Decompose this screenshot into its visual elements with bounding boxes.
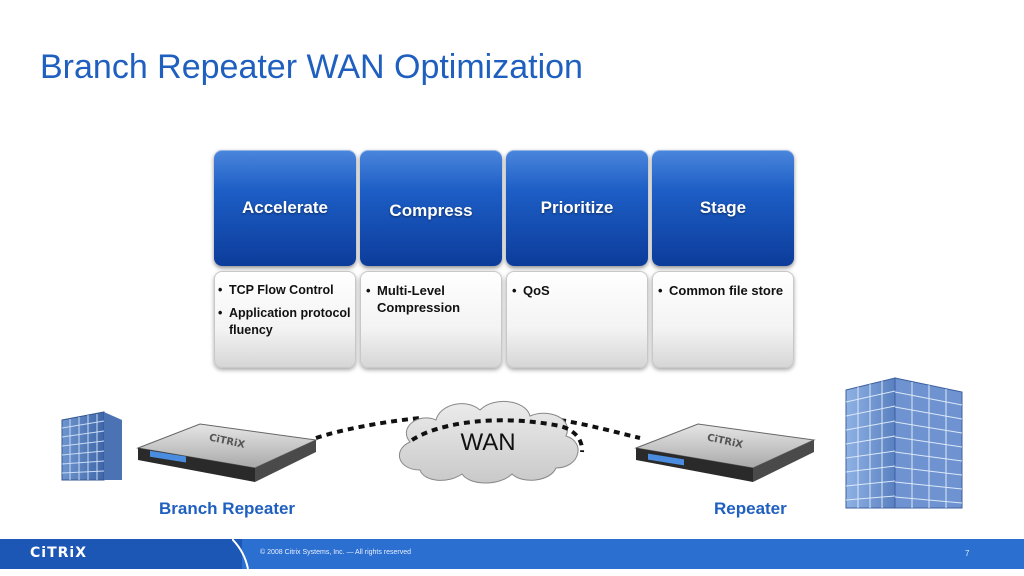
bullet-item: Common file store: [657, 282, 789, 299]
pillar-body-stage: Common file store: [652, 271, 794, 368]
pillar-heading-label: Prioritize: [540, 198, 614, 217]
bullet-item: QoS: [511, 282, 643, 299]
repeater-label: Repeater: [714, 499, 787, 518]
branch-repeater-label: Branch Repeater: [159, 499, 296, 518]
network-illustration: CiTRiX CiTRiX WAN: [61, 377, 963, 509]
pillar-heading-stage: Stage: [652, 150, 794, 266]
pillar-body-prioritize: QoS: [506, 271, 648, 368]
pillar-body-accelerate: TCP Flow Control Application protocol fl…: [214, 271, 356, 368]
bullet-item: TCP Flow Control: [217, 282, 351, 299]
pillar-heading-label: Accelerate: [241, 198, 328, 217]
citrix-appliance-icon: CiTRiX: [634, 423, 816, 482]
pillar-body-compress: Multi-Level Compression: [360, 271, 502, 368]
pillar-heading-label: Stage: [699, 198, 747, 217]
wan-link-right: [559, 418, 641, 440]
bullet-item: Multi-Level Compression: [365, 282, 497, 316]
footer-logo-panel: [0, 539, 242, 569]
office-building-icon: [61, 411, 122, 481]
pillar-heading-accelerate: Accelerate: [214, 150, 356, 266]
office-building-icon: [845, 377, 963, 509]
pillar-heading-prioritize: Prioritize: [506, 150, 648, 266]
citrix-logo: CiTRiX: [30, 545, 87, 561]
wan-link-left: [315, 416, 421, 440]
page-number: 7: [965, 549, 970, 558]
wan-cloud-icon: [398, 400, 585, 484]
copyright-text: © 2008 Citrix Systems, Inc. — All rights…: [260, 549, 412, 556]
pillar-heading-compress: Compress: [360, 150, 502, 266]
bullet-item: Application protocol fluency: [217, 305, 351, 339]
citrix-appliance-icon: CiTRiX: [136, 423, 318, 482]
footer-divider-swoosh: [232, 539, 249, 569]
slide-title: Branch Repeater WAN Optimization: [40, 48, 583, 86]
wan-label: WAN: [460, 429, 515, 456]
pillar-heading-label: Compress: [389, 201, 473, 220]
